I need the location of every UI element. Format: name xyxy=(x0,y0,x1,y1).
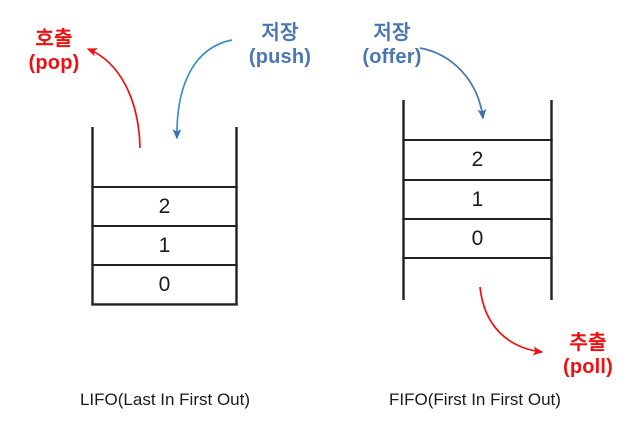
push-arrow xyxy=(172,39,233,140)
queue-caption: FIFO(First In First Out) xyxy=(389,390,561,409)
push-label-english: (push) xyxy=(248,45,312,68)
offer-label: 저장 (offer) xyxy=(338,22,446,69)
pop-label-korean: 호출 xyxy=(35,28,73,50)
offer-arrow xyxy=(419,47,487,120)
poll-arrow xyxy=(479,286,544,356)
poll-label: 추출 (poll) xyxy=(548,332,628,379)
poll-label-korean: 추출 xyxy=(569,332,607,354)
poll-label-english: (poll) xyxy=(562,355,614,378)
push-label: 저장 (push) xyxy=(228,22,332,69)
offer-label-english: (offer) xyxy=(362,45,422,68)
pop-label-english: (pop) xyxy=(28,51,80,74)
stack-cell-value: 0 xyxy=(158,273,171,296)
stack-cell-value: 2 xyxy=(158,195,171,218)
offer-label-korean: 저장 xyxy=(373,22,411,44)
queue-cell-value: 0 xyxy=(471,227,484,250)
push-label-korean: 저장 xyxy=(261,22,299,44)
stack-container xyxy=(91,127,238,306)
stack-caption: LIFO(Last In First Out) xyxy=(79,390,251,409)
pop-label: 호출 (pop) xyxy=(8,28,100,75)
queue-cell-value: 2 xyxy=(471,148,484,171)
queue-container xyxy=(402,100,553,300)
stack-cell-value: 1 xyxy=(158,234,171,257)
pop-arrow xyxy=(86,48,141,149)
queue-cell-value: 1 xyxy=(471,188,484,211)
